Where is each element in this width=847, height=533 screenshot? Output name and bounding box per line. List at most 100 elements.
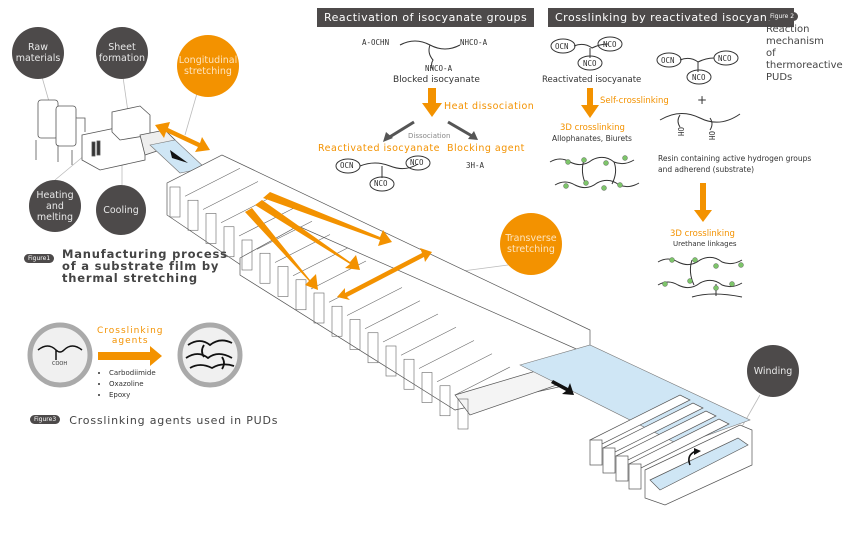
figure1-caption: Figure1 Manufacturing process of a subst… <box>24 248 227 284</box>
heating-line-3: melting <box>36 211 74 223</box>
cx-ocn-1: OCN <box>555 42 569 51</box>
cooling-label: Cooling <box>96 185 146 235</box>
transverse-line-1: Transverse <box>505 233 557 244</box>
sheet-formation-line-1: Sheet <box>108 42 136 53</box>
resin-label-line-1: Resin containing active hydrogen groups <box>658 154 812 163</box>
dissociation-label: Dissociation <box>408 132 451 140</box>
oven-segment-divider <box>436 353 493 383</box>
oven-segments <box>166 154 511 430</box>
oven-panel <box>349 319 361 350</box>
blocking-agent-formula: 3H-A <box>466 161 485 170</box>
figure2-caption-line-5: PUDs <box>766 72 793 83</box>
oven-segment-divider <box>418 340 475 369</box>
figure2-caption-line-4: thermoreactive <box>766 60 843 71</box>
heat-arrow <box>422 88 442 117</box>
oven-panel <box>259 252 271 284</box>
sheet-formation-line-2: formation <box>98 53 146 64</box>
oven-segment-divider <box>184 167 241 197</box>
raw-materials-line-1: Raw <box>28 42 48 53</box>
oven-panel <box>223 226 235 258</box>
oven-panel <box>403 358 415 390</box>
oven-segment-divider <box>400 326 457 356</box>
oven-panel <box>331 305 343 337</box>
oven-panel <box>439 385 451 417</box>
self-crosslinking-arrow <box>581 88 599 118</box>
oven-segment-divider <box>256 220 313 250</box>
heating-line-2: and <box>46 200 64 212</box>
resin-label: Resin containing active hydrogen groups … <box>658 153 811 175</box>
resin-label-line-2: and adherend (substrate) <box>658 165 755 174</box>
oh-group-2: OH <box>707 131 716 141</box>
before-circle <box>27 322 93 388</box>
network-nodes-a <box>563 155 628 191</box>
cx-nco-3: NCO <box>718 54 732 63</box>
blocked-left-group: A-OCHN <box>362 38 390 47</box>
longitudinal-stretch-arrow <box>155 122 210 152</box>
urethane-label: Urethane linkages <box>673 240 737 248</box>
crosslinking-agents-label: Crosslinking agents <box>97 326 164 346</box>
oven-segment-divider <box>274 234 331 263</box>
oven-panel <box>205 213 217 244</box>
oven-panel <box>367 332 379 364</box>
oven-segment-divider <box>364 300 421 330</box>
blocking-agent-label: Blocking agent <box>447 143 525 154</box>
allophanates-label: Allophanates, Biurets <box>552 134 632 143</box>
agent-oxazoline: Oxazoline <box>109 379 156 390</box>
crosslink-reactivated-label: Reactivated isocyanate <box>542 75 642 85</box>
oven-panel <box>385 345 397 377</box>
figure1-caption-line-1: Manufacturing process <box>62 247 228 261</box>
agents-label-line-2: agents <box>111 336 149 346</box>
winding-label: Winding <box>747 345 799 397</box>
figure2-badge: Figure 2 <box>766 12 799 21</box>
winding-text: Winding <box>753 365 793 377</box>
crosslinking-3d-label-a: 3D crosslinking <box>560 123 625 133</box>
film-direction-arrow-2 <box>551 380 574 395</box>
oven-panel <box>313 292 325 324</box>
heating-line-1: Heating <box>36 189 74 201</box>
figure3-caption-text: Crosslinking agents used in PUDs <box>69 414 279 427</box>
after-circle <box>177 322 243 388</box>
raw-materials-line-2: materials <box>15 53 61 64</box>
agent-epoxy: Epoxy <box>109 390 156 401</box>
cooh-label: COOH <box>52 361 68 367</box>
oven-panel <box>421 372 433 403</box>
cx-nco-2: NCO <box>583 59 597 68</box>
cx-nco-1: NCO <box>603 40 617 49</box>
longitudinal-line-2: stretching <box>184 66 232 77</box>
polymer-network-after <box>185 339 235 370</box>
crosslinking-header: Crosslinking by reactivated isocyanate <box>548 8 794 27</box>
oven-panel <box>277 266 289 297</box>
heat-dissociation-label: Heat dissociation <box>444 101 535 112</box>
film-direction-arrow-1 <box>170 150 188 163</box>
nco-right: NCO <box>410 158 424 167</box>
oven-segment-divider <box>382 313 439 343</box>
oven-segment-divider <box>166 154 223 184</box>
resin-crosslinking-arrow <box>694 183 712 222</box>
nco-left: OCN <box>340 161 354 170</box>
plus-sign: + <box>697 93 708 107</box>
figure1-caption-line-3: thermal stretching <box>62 271 198 285</box>
figure2-caption: Figure 2 Reaction mechanism of thermorea… <box>766 10 843 84</box>
self-crosslinking-label: Self-crosslinking <box>600 96 669 106</box>
nco-bottom: NCO <box>374 179 388 188</box>
oh-group-1: OH <box>676 127 685 137</box>
figure1-badge: Figure1 <box>24 254 55 263</box>
crosslinking-agents-arrow <box>98 346 162 366</box>
oven-panel <box>295 279 307 311</box>
network-nodes-b <box>662 257 744 291</box>
polymer-chain-before <box>37 345 83 360</box>
oven-panel <box>169 186 181 218</box>
crosslinking-3d-label-b: 3D crosslinking <box>670 229 735 239</box>
oven-panel <box>187 199 199 231</box>
oven-segment-divider <box>454 366 511 396</box>
blocked-bottom-group: NHCO-A <box>425 64 453 73</box>
longitudinal-line-1: Longitudinal <box>178 55 238 66</box>
oven-panel <box>241 239 253 271</box>
blocked-right-group: NHCO-A <box>460 38 488 47</box>
